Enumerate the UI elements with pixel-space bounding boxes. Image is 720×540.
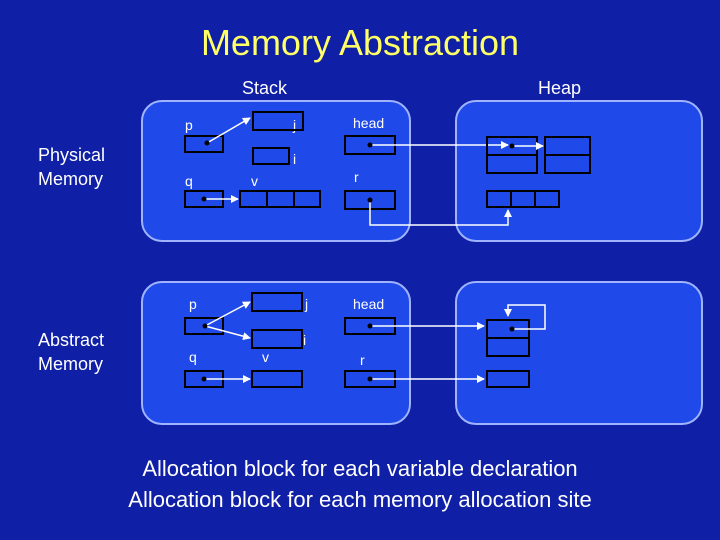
abstract-label-j: j [304,296,308,312]
footer-line-2: Allocation block for each memory allocat… [128,487,592,512]
abstract-ptr-p-i [204,325,251,341]
abstract-heap-panel [455,281,703,425]
physical-label-q: q [185,173,193,189]
abstract-box-v [251,370,303,388]
physical-label-v: v [251,173,258,189]
physical-label-head: head [353,115,384,131]
physical-ptr-r [369,200,512,226]
physical-heap-panel [455,100,703,242]
heap-header: Heap [538,78,582,98]
physical-box-p [184,135,224,153]
physical-box-j [252,111,304,131]
physical-memory-label: Physical Memory [38,145,106,189]
physical-ptr-p [206,117,251,144]
physical-heap-array [486,190,560,208]
physical-label-p: p [185,117,193,133]
stack-header: Stack [242,78,288,98]
abstract-label-p: p [189,296,197,312]
slide-title: Memory Abstraction [200,22,520,63]
abstract-label-i: i [303,332,306,348]
abstract-label-head: head [353,296,384,312]
abstract-label-q: q [189,349,197,365]
abstract-heap-self-ptr [504,304,546,330]
abstract-box-p [184,317,224,335]
physical-array-v [239,190,321,208]
abstract-label-r: r [360,352,365,368]
footer-line-1: Allocation block for each variable decla… [142,456,578,481]
abstract-ptr-p-j [204,301,251,327]
abstract-label-v: v [262,349,269,365]
abstract-heap-array [486,370,530,388]
physical-label-r: r [354,169,359,185]
abstract-box-j [251,292,303,312]
physical-box-i [252,147,290,165]
abstract-memory-label: Abstract Memory [38,330,105,374]
physical-label-i: i [293,151,296,167]
abstract-box-i [251,329,303,349]
physical-label-j: j [292,117,296,133]
